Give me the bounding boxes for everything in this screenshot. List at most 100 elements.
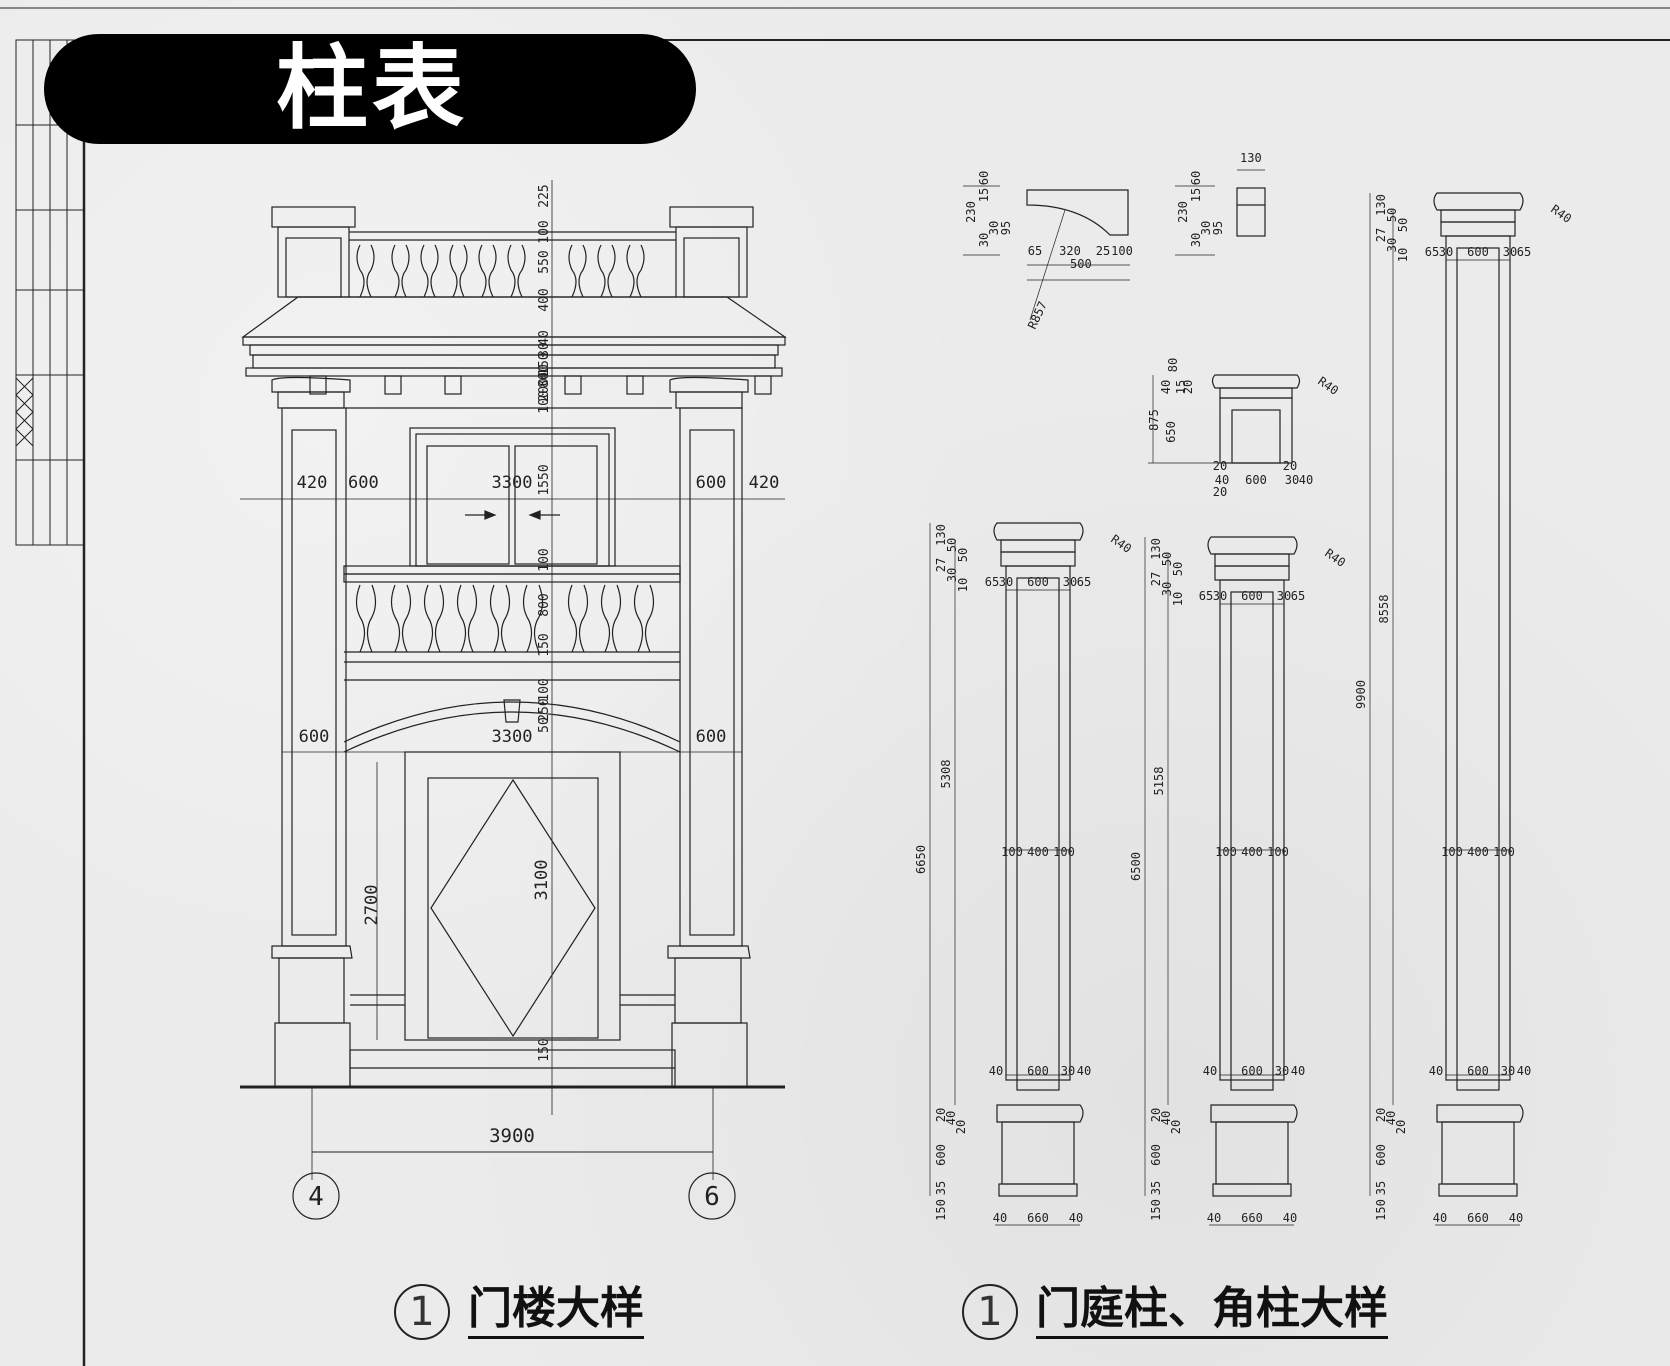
column_b-total-height: 6500 [1129,852,1143,881]
axis-label-left: 4 [308,1182,324,1212]
small-cap-width-dim: 600 [1245,473,1267,487]
cornice-total: 500 [1070,257,1092,271]
column_c-top-height-dim: 50 [1396,218,1410,232]
caption-columns: 1 门庭柱、角柱大样 [962,1284,1388,1340]
column_c-base-height-dim: 35 [1374,1181,1388,1195]
column_b-radius: R40 [1322,546,1348,570]
column_c-foot-width-dim: 660 [1467,1211,1489,1225]
column_a-shaft-height: 5308 [939,760,953,789]
gate-vertical-dim: 400 [537,288,552,311]
column_a-shaft-width-dim: 100 [1001,845,1023,859]
dim-opening-top: 3300 [492,473,533,493]
column_b-base-height-dim: 20 [1149,1108,1163,1122]
gate-vertical-dim: 150 [537,1038,552,1061]
cornice-small-width: 130 [1240,151,1262,165]
column_c-cap-width-dim: 30 [1503,245,1517,259]
column_b-cap-width-dim: 30 [1213,589,1227,603]
column_b-base-height-dim: 600 [1149,1144,1163,1166]
column_a-total-height: 6650 [914,845,928,874]
column_a-foot-width-dim: 40 [1069,1211,1083,1225]
dim-col-right-top: 600 [696,473,727,493]
column_c-shaft-width-dim: 100 [1441,845,1463,859]
cornice-width-dim: 320 [1059,244,1081,258]
column_a-top-height-dim: 30 [945,568,959,582]
small-cap-width-dim: 40 [1215,473,1229,487]
column_b-cap-width-dim: 65 [1291,589,1305,603]
small-cap-detail [1148,374,1301,464]
cornice-small-height-dim: 60 [1189,171,1203,185]
top-balusters [356,244,645,298]
column_b-shaft-height: 5158 [1152,767,1166,796]
column_c-top-height-dim: 30 [1385,238,1399,252]
column_a-base-height-dim: 35 [934,1181,948,1195]
column_a-top-height-dim: 10 [956,578,970,592]
dim-side-right: 420 [749,473,780,493]
cornice-height-dim: 95 [999,221,1013,235]
gate-roof [241,296,787,338]
dim-col-right-bottom: 600 [696,727,727,747]
axis-label-right: 6 [704,1182,720,1212]
column_b-top-height-dim: 130 [1149,538,1163,560]
column_b-shaft-width-dim: 100 [1215,845,1237,859]
column_c-top-height-dim: 27 [1374,228,1388,242]
column_b-base-width-dim: 40 [1291,1064,1305,1078]
cornice-small-height-dim: 95 [1211,221,1225,235]
column_b-base-width-dim: 30 [1275,1064,1289,1078]
caption-gate: 1 门楼大样 [394,1284,644,1340]
gate-vertical-dim: 1550 [537,464,552,495]
cornice-radius: R857 [1025,299,1050,331]
gate-vertical-dim: 50 [537,717,552,733]
cornice-width-dim: 25 [1096,244,1110,258]
caption-gate-title: 门楼大样 [468,1284,644,1339]
column_a-base-height-dim: 600 [934,1144,948,1166]
gate-vertical-dim: 150 [537,352,552,375]
axis-bubble-right [688,1172,736,1220]
column_a-base-height-dim: 20 [954,1120,968,1134]
dim-col-left-top: 600 [348,473,379,493]
cornice-detail-large [963,185,1130,321]
entry-arch [343,711,681,753]
small-cap-width-dim: 30 [1285,473,1299,487]
gate-vertical-dim: 100 [537,220,552,243]
cornice-height-dim: 15 [977,188,991,202]
column_c-top-height-dim: 50 [1385,208,1399,222]
column_b-foot-width-dim: 40 [1283,1211,1297,1225]
column_c-base-height-dim: 600 [1374,1144,1388,1166]
column_c-base-height-dim: 20 [1374,1108,1388,1122]
cornice-height-dim: 230 [964,201,978,223]
column_b-shaft-width-dim: 400 [1241,845,1263,859]
column_a-cap-width-dim: 65 [985,575,999,589]
title-banner: 柱表 [44,34,696,144]
column_b-base-height-dim: 150 [1149,1199,1163,1221]
cornice-width-dim: 65 [1028,244,1042,258]
gate-vertical-dim: 550 [537,250,552,273]
column_c-top-height-dim: 10 [1396,248,1410,262]
column_a-top-height-dim: 27 [934,558,948,572]
page-title: 柱表 [276,35,469,142]
dim-opening-height: 2700 [362,885,382,926]
gate-column-left [271,376,353,1088]
dim-total-width: 3900 [489,1125,535,1147]
column_c-cap-width-dim: 65 [1425,245,1439,259]
small-cap-height-dim: 650 [1164,421,1178,443]
column_c-cap-width-dim: 600 [1467,245,1489,259]
caption-number-circle: 1 [962,1284,1018,1340]
gate-vertical-dims: 2251005504004030401508020010015501008001… [537,184,552,1061]
column_b-top-height-dim: 27 [1149,572,1163,586]
gate-vertical-dim: 80 [537,372,552,388]
column_a-cap-width-dim: 65 [1077,575,1091,589]
gate-vertical-dim: 100 [537,548,552,571]
gate-vertical-dim: 800 [537,593,552,616]
cornice-height-dim: 30 [987,221,1001,235]
column_c-shaft-width-dim: 100 [1493,845,1515,859]
column_c-cap-width-dim: 65 [1517,245,1531,259]
column_c-shaft-width-dim: 400 [1467,845,1489,859]
small-cap-height-dim: 20 [1181,380,1195,394]
small-cap-height-dim: 80 [1166,358,1180,372]
door-diamond [430,778,596,1038]
axis-bubble-left [292,1172,340,1220]
column_b-top-height-dim: 50 [1160,552,1174,566]
gate-vertical-dim: 100 [537,390,552,413]
